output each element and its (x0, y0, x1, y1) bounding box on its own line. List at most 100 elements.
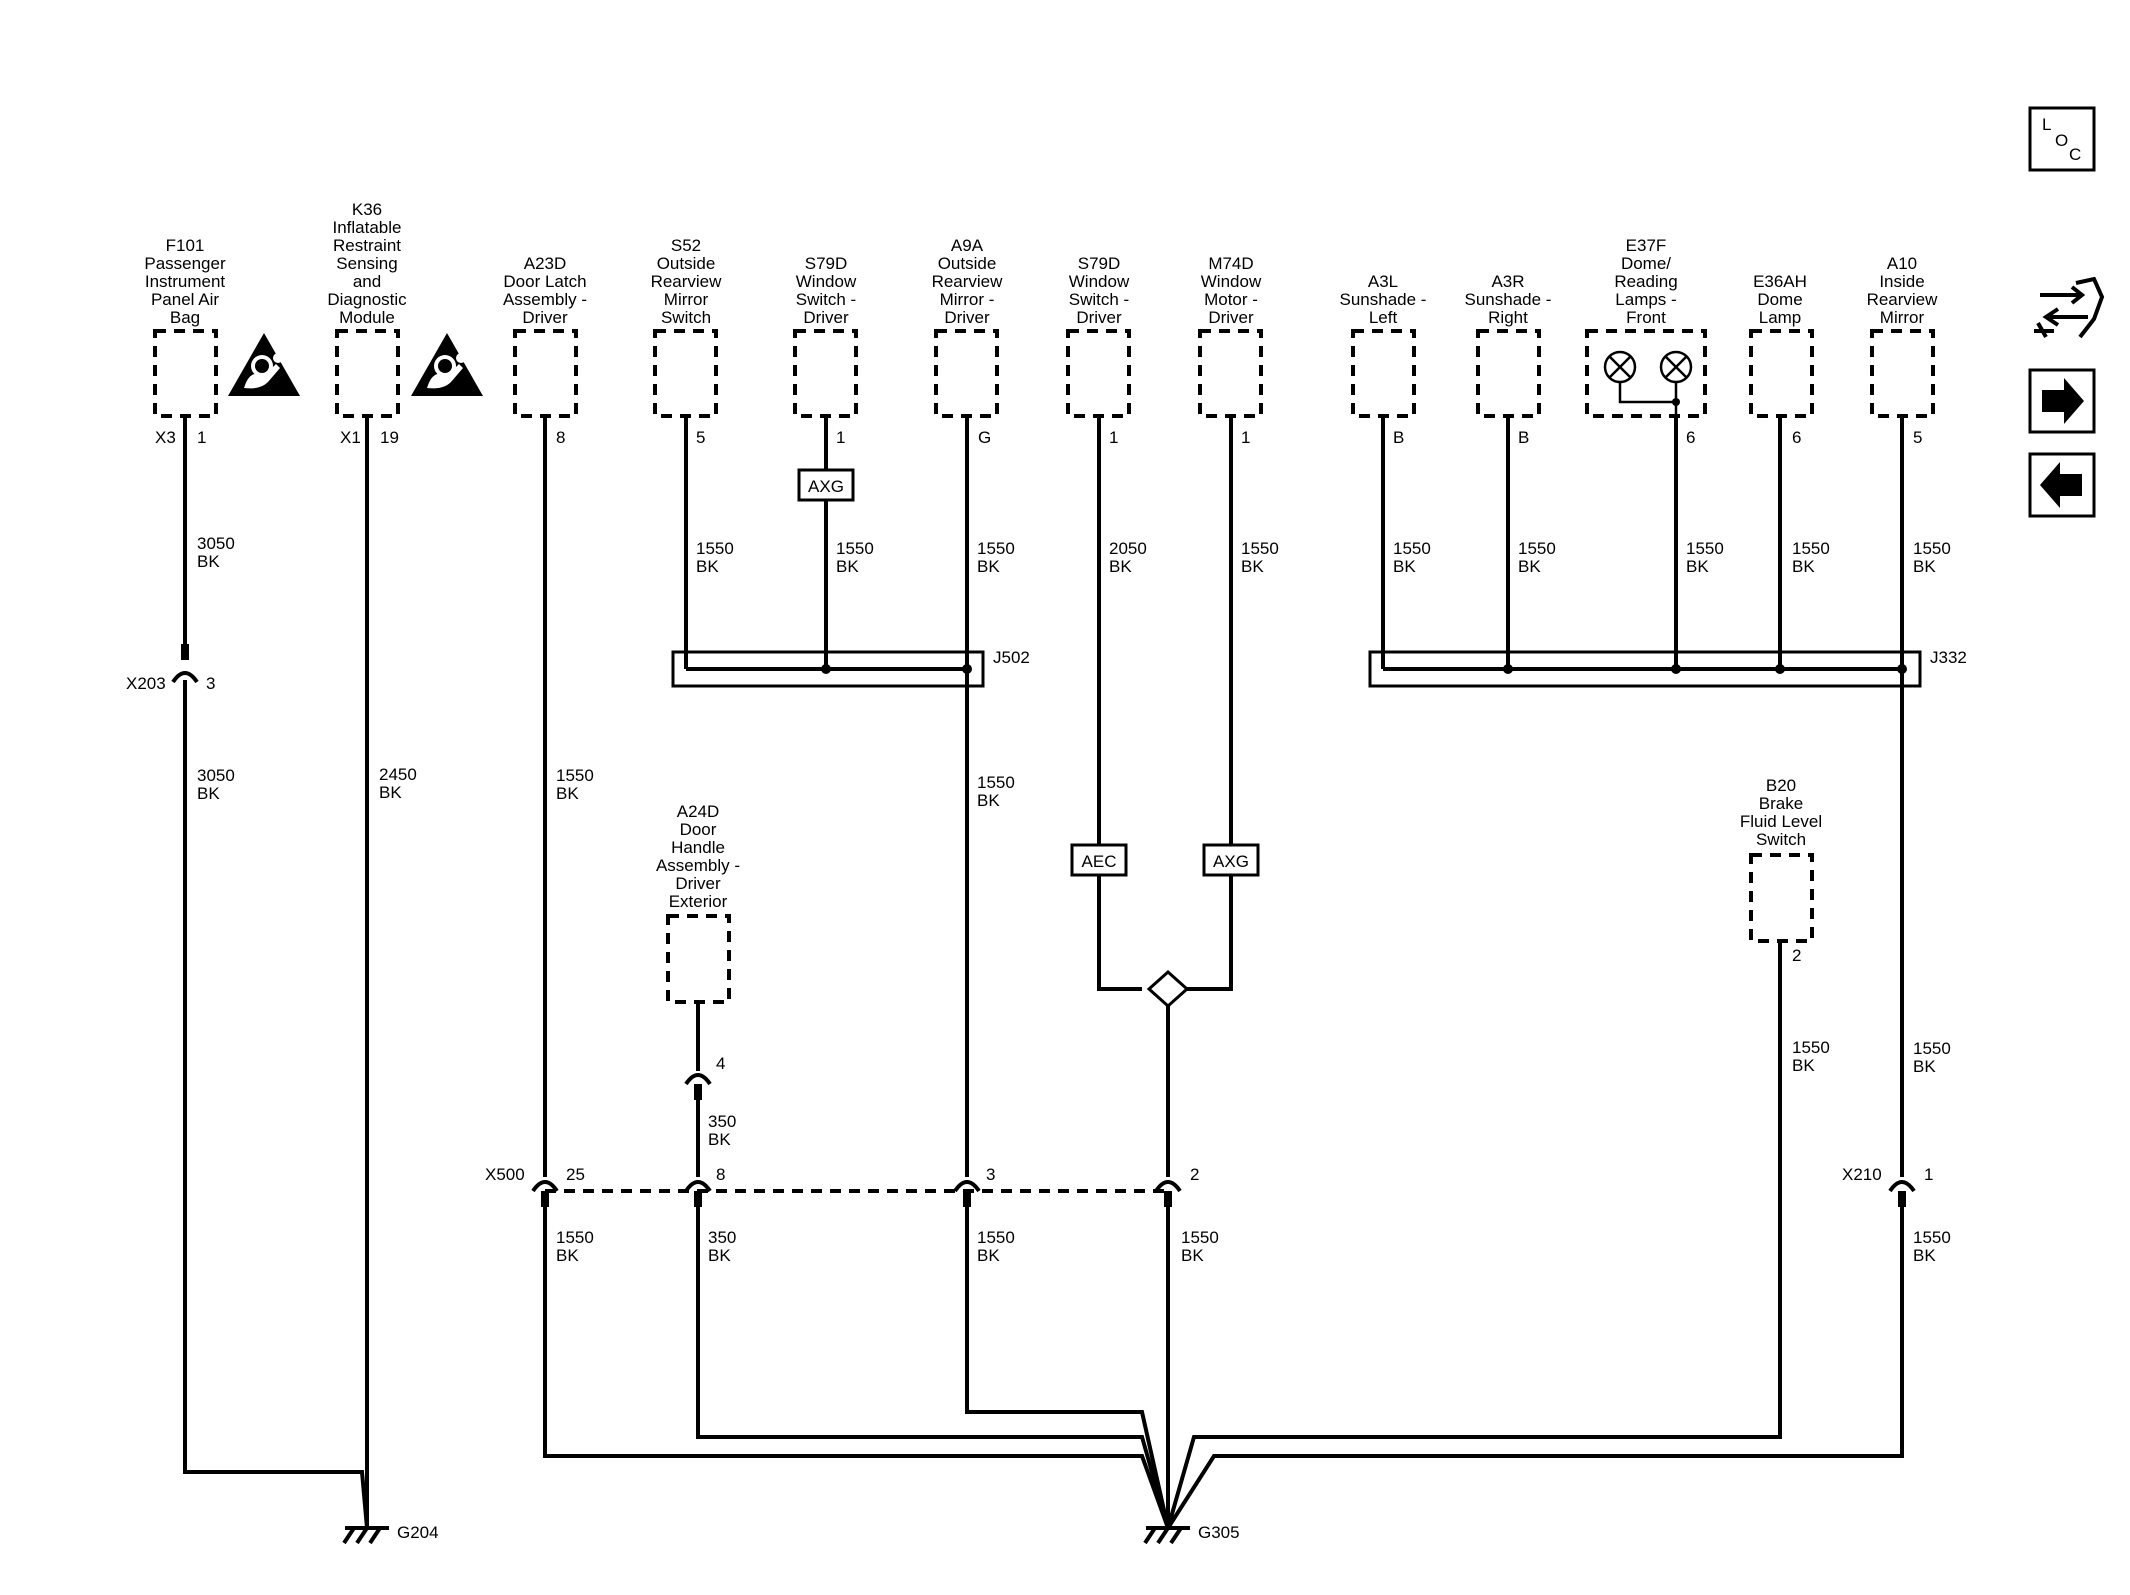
component-box-b20[interactable] (1749, 853, 1814, 943)
pin-number: 1 (1924, 1165, 1933, 1184)
component-box-e37f[interactable] (1585, 329, 1707, 418)
splice-j502[interactable] (671, 650, 985, 688)
component-label-b20: B20 Brake Fluid Level Switch (1740, 776, 1822, 849)
svg-text:O: O (2055, 131, 2068, 150)
next-page-button[interactable] (2028, 368, 2096, 434)
wire-b20[interactable] (1166, 941, 1782, 1529)
svg-text:Reading: Reading (1614, 272, 1677, 291)
svg-text:1550: 1550 (1913, 1039, 1951, 1058)
inline-splice-diamond[interactable] (1146, 969, 1190, 1009)
svg-text:Driver: Driver (1076, 308, 1122, 327)
component-box-e36ah[interactable] (1749, 329, 1814, 418)
wire-a24d-lower[interactable] (696, 1200, 1170, 1529)
svg-text:BK: BK (556, 1246, 579, 1265)
component-box-s52[interactable] (653, 329, 718, 418)
svg-text:BK: BK (197, 784, 220, 803)
svg-text:Assembly -: Assembly - (656, 856, 740, 875)
inline-connector-x210[interactable] (1888, 1180, 1916, 1207)
svg-text:BK: BK (708, 1246, 731, 1265)
svg-text:Window: Window (796, 272, 857, 291)
arrow-right-icon (2042, 378, 2084, 424)
component-box-s79d-b[interactable] (1066, 329, 1131, 418)
location-button[interactable]: L O C (2028, 106, 2096, 172)
option-tag-aec[interactable]: AEC (1070, 843, 1128, 877)
pin-number: 25 (566, 1165, 585, 1184)
svg-text:1550: 1550 (977, 773, 1015, 792)
previous-page-button[interactable] (2028, 452, 2096, 518)
svg-text:2450: 2450 (379, 765, 417, 784)
component-box-a3l[interactable] (1351, 329, 1416, 418)
component-box-s79d-a[interactable] (793, 329, 858, 418)
component-box-f101[interactable] (153, 329, 218, 418)
ground-symbol-g204 (342, 1526, 389, 1545)
svg-text:Dome: Dome (1757, 290, 1802, 309)
component-box-a24d[interactable] (666, 914, 731, 1004)
svg-text:Assembly -: Assembly - (503, 290, 587, 309)
svg-text:Switch: Switch (661, 308, 711, 327)
svg-text:1550: 1550 (1913, 1228, 1951, 1247)
svg-text:Exterior: Exterior (669, 892, 728, 911)
wire-m74d[interactable] (1186, 416, 1233, 991)
splice-label-j332: J332 (1930, 648, 1967, 667)
component-label-e37f: E37F Dome/ Reading Lamps - Front (1614, 236, 1677, 327)
wire-f101-lower[interactable] (183, 680, 369, 1529)
svg-text:BK: BK (1792, 557, 1815, 576)
wire-a10-lower[interactable] (1166, 1200, 1904, 1530)
svg-text:Window: Window (1201, 272, 1262, 291)
lamp-internal-wiring (1618, 382, 1678, 416)
svg-text:B20: B20 (1766, 776, 1796, 795)
splice-label-j502: J502 (993, 648, 1030, 667)
svg-text:1550: 1550 (696, 539, 734, 558)
svg-text:BK: BK (1792, 1056, 1815, 1075)
svg-text:BK: BK (1393, 557, 1416, 576)
pin-number: 1 (836, 428, 845, 447)
connector-label-x210: X210 (1842, 1165, 1882, 1184)
pin-number: 19 (380, 428, 399, 447)
ground-symbol-g305 (1143, 1526, 1190, 1545)
svg-text:F101: F101 (166, 236, 205, 255)
splice-junction (962, 664, 972, 674)
component-box-a3r[interactable] (1476, 329, 1541, 418)
svg-text:Bag: Bag (170, 308, 200, 327)
component-box-a9a[interactable] (934, 329, 999, 418)
wire-a9a-lower[interactable] (965, 1200, 1170, 1529)
svg-text:Lamp: Lamp (1759, 308, 1802, 327)
inline-connector-a24d[interactable] (684, 1073, 712, 1100)
x500-pin-3[interactable] (953, 1180, 981, 1207)
x500-pin-25[interactable] (531, 1180, 559, 1207)
wire-s79d-b[interactable] (1097, 416, 1142, 991)
svg-text:Handle: Handle (671, 838, 725, 857)
splice-j332[interactable] (1368, 650, 1922, 688)
component-box-a10[interactable] (1870, 329, 1935, 418)
connector-label: X1 (340, 428, 361, 447)
option-tag-axg[interactable]: AXG (1202, 843, 1260, 877)
svg-text:1550: 1550 (1518, 539, 1556, 558)
pin-number: 5 (696, 428, 705, 447)
x500-pin-2[interactable] (1154, 1180, 1182, 1207)
svg-text:3050: 3050 (197, 766, 235, 785)
svg-text:A23D: A23D (524, 254, 567, 273)
svg-text:1550: 1550 (1241, 539, 1279, 558)
svg-text:1550: 1550 (836, 539, 874, 558)
inline-connector-x203[interactable] (171, 644, 199, 684)
option-tag-axg[interactable]: AXG (797, 468, 855, 502)
component-box-m74d[interactable] (1198, 329, 1263, 418)
component-box-a23d[interactable] (513, 329, 578, 418)
connector-service-icon[interactable] (2034, 276, 2105, 339)
pin-number: 1 (1109, 428, 1118, 447)
svg-text:E36AH: E36AH (1753, 272, 1807, 291)
x500-pin-8[interactable] (684, 1180, 712, 1207)
component-box-k36[interactable] (335, 329, 400, 418)
wire-a23d-lower[interactable] (543, 1200, 1170, 1529)
pin-number: 6 (1792, 428, 1801, 447)
